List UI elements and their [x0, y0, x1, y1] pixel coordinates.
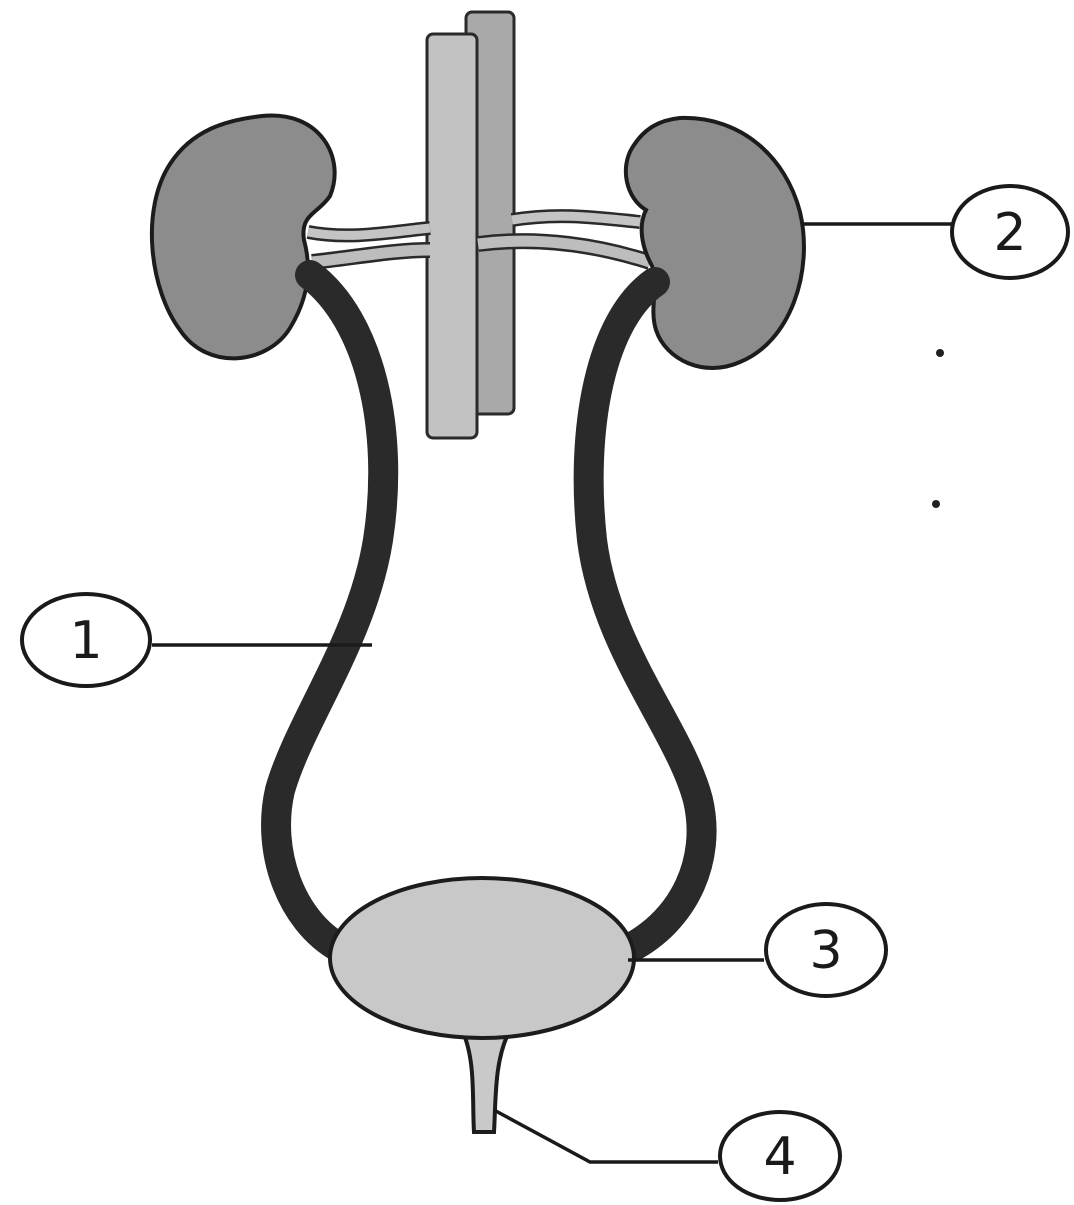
callout-4-number: 4	[763, 1127, 796, 1187]
callout-1: 1	[22, 594, 150, 686]
bladder	[330, 878, 634, 1038]
callout-2: 2	[952, 186, 1068, 278]
leader-line-4	[494, 1110, 718, 1162]
callout-4: 4	[720, 1112, 840, 1200]
callout-2-number: 2	[993, 203, 1026, 263]
stray-dot	[936, 349, 944, 357]
stray-dot	[932, 500, 940, 508]
right-kidney	[626, 118, 804, 368]
vena-cava	[427, 34, 477, 438]
callout-3-number: 3	[809, 921, 842, 981]
callout-1-number: 1	[69, 611, 102, 671]
callout-3: 3	[766, 904, 886, 996]
